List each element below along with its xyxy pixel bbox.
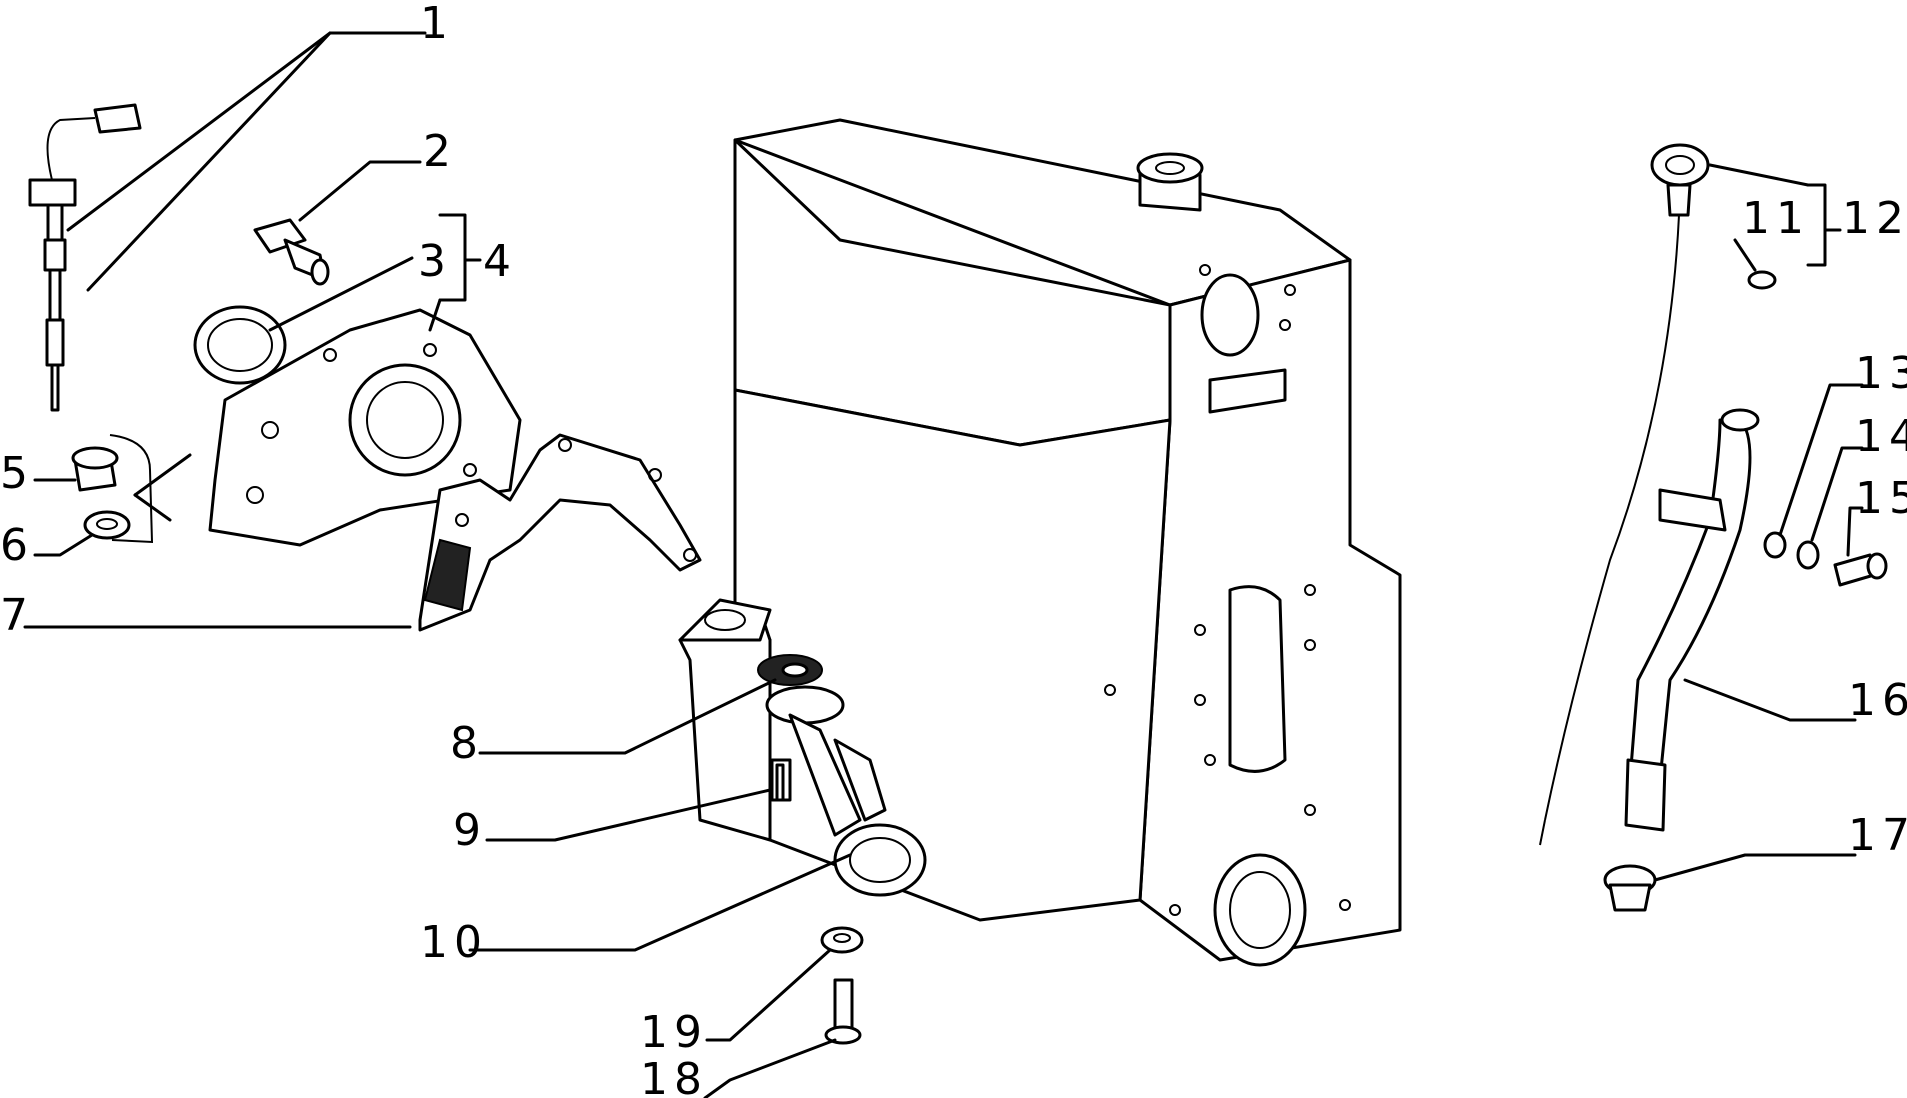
washer-13 <box>1763 531 1787 559</box>
callout-16: 16 <box>1848 675 1907 726</box>
callout-7: 7 <box>0 590 34 641</box>
callout-6: 6 <box>0 520 34 571</box>
callout-14: 14 <box>1855 411 1907 462</box>
oil-pump-housing <box>208 308 522 547</box>
oil-pickup-strainer <box>765 685 927 897</box>
callout-3: 3 <box>418 236 452 287</box>
callout-2: 2 <box>423 126 457 177</box>
callout-8: 8 <box>450 718 484 769</box>
pickup-gasket <box>757 654 823 686</box>
callout-15: 15 <box>1855 473 1907 524</box>
oil-pressure-sensor <box>28 103 142 412</box>
callout-1: 1 <box>420 0 454 49</box>
callout-5: 5 <box>0 448 34 499</box>
callout-17: 17 <box>1848 810 1907 861</box>
callout-13: 13 <box>1855 348 1907 399</box>
dipstick <box>1539 143 1710 846</box>
nut-19 <box>820 926 864 954</box>
callout-4: 4 <box>483 236 517 287</box>
dipstick-seal <box>1747 270 1777 290</box>
bolt-2 <box>253 218 330 286</box>
bolt-9 <box>770 758 792 802</box>
engine-block <box>678 118 1402 967</box>
callout-11: 11 <box>1742 193 1810 244</box>
bolt-15 <box>1833 552 1888 587</box>
drain-plug-5 <box>71 446 119 492</box>
stud-18 <box>824 978 862 1045</box>
callout-12: 12 <box>1842 193 1907 244</box>
callout-10: 10 <box>420 917 488 968</box>
leader-lines <box>23 31 1864 1098</box>
callout-19: 19 <box>640 1007 708 1058</box>
seal-ring <box>193 305 287 385</box>
gasket <box>418 433 702 632</box>
washer-6 <box>83 510 131 540</box>
washer-14 <box>1796 540 1820 570</box>
dipstick-tube <box>1624 408 1760 832</box>
grommet <box>1603 864 1657 912</box>
callout-9: 9 <box>453 805 487 856</box>
callout-18: 18 <box>640 1054 708 1098</box>
